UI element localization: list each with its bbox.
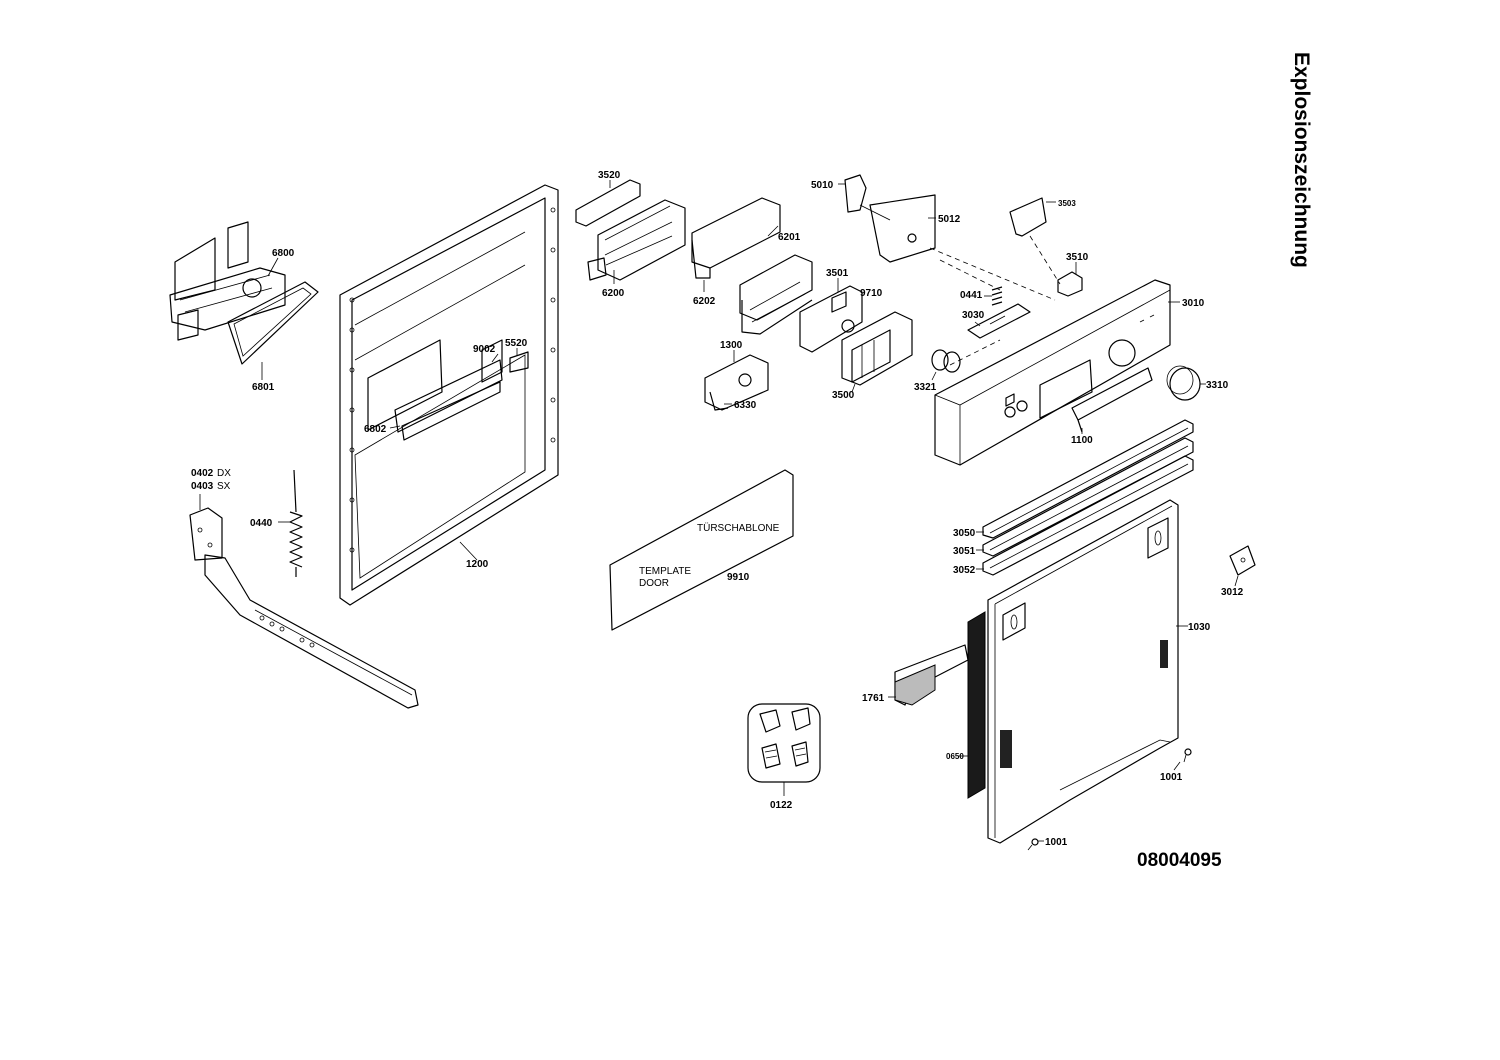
selector-1300 [704,354,769,411]
plate-3503 [1009,197,1047,237]
label-6330: 6330 [734,400,757,411]
label-6200: 6200 [602,288,625,299]
label-3012: 3012 [1221,587,1244,598]
label-0441: 0441 [960,290,983,301]
label-6202: 6202 [693,296,716,307]
control-panel-3010 [934,279,1171,466]
label-6801: 6801 [252,382,275,393]
label-0650: 0650 [946,752,964,761]
clip-3510 [1057,271,1083,297]
door-spring [289,469,303,577]
label-3010: 3010 [1182,298,1205,309]
label-3052: 3052 [953,565,976,576]
trim-strip-3051 [982,437,1194,557]
label-1100: 1100 [1071,435,1093,446]
label-9710: 9710 [860,288,883,299]
template-line2: TEMPLATE [639,566,691,577]
knob-3310 [1166,365,1201,401]
label-6800: 6800 [272,248,295,259]
label-3501: 3501 [826,268,849,279]
handle-1100 [1071,367,1153,433]
bracket-3012 [1229,545,1256,576]
bracket-5012 [844,174,936,263]
module-6202 [691,197,781,279]
label-5010: 5010 [811,180,834,191]
drawing-title: Explosionszeichnung [1290,52,1313,268]
label-0402-suffix: DX [217,468,231,479]
spring-0441 [991,286,1003,306]
pcb-3501 [799,285,863,353]
insulation-0650 [967,611,986,799]
label-1001-right: 1001 [1160,772,1183,783]
insulation-1761 [894,644,969,706]
inner-door-panel [339,184,559,606]
label-1300: 1300 [720,340,743,351]
label-5520: 5520 [505,338,528,349]
label-5012: 5012 [938,214,961,225]
kit-0122 [747,703,821,783]
screw-1001-bottom [1027,838,1039,851]
drawing-number: 08004095 [1137,850,1222,871]
label-3520: 3520 [598,170,621,181]
template-line1: TÜRSCHABLONE [697,522,780,534]
template-part-9910: 9910 [727,572,750,583]
label-9002: 9002 [473,344,496,355]
label-0440: 0440 [250,518,273,529]
label-3500: 3500 [832,390,855,401]
label-3503: 3503 [1058,199,1076,208]
module-cover-3520 [575,179,641,227]
latch-3030 [967,303,1031,339]
door-latch-part [509,351,529,373]
door-hinge [189,507,419,709]
knob-3321 [931,349,961,373]
dispenser-assembly [169,221,286,341]
module-6201 [739,254,813,335]
label-0122: 0122 [770,800,793,811]
dispenser-gasket [227,281,319,365]
label-3030: 3030 [962,310,985,321]
trim-strip-3052 [982,455,1194,576]
label-3050: 3050 [953,528,976,539]
outer-door-1030 [987,499,1179,844]
label-1001-bottom: 1001 [1045,837,1068,848]
label-0403: 0403 [191,481,214,492]
trim-strip-3050 [982,419,1194,539]
label-1200: 1200 [466,559,489,570]
label-3310: 3310 [1206,380,1229,391]
template-line3: DOOR [639,578,669,589]
label-6201: 6201 [778,232,801,243]
module-6200 [587,199,686,281]
label-1030: 1030 [1188,622,1211,633]
label-3051: 3051 [953,546,976,557]
label-6802: 6802 [364,424,387,435]
label-3510: 3510 [1066,252,1089,263]
switch-block-3500 [841,311,913,386]
label-1761: 1761 [862,693,885,704]
label-0402: 0402 [191,468,214,479]
door-template: TÜRSCHABLONE TEMPLATE DOOR 9910 [609,469,794,631]
label-3321: 3321 [914,382,937,393]
label-0403-suffix: SX [217,481,231,492]
screw-1001-right [1183,748,1192,763]
